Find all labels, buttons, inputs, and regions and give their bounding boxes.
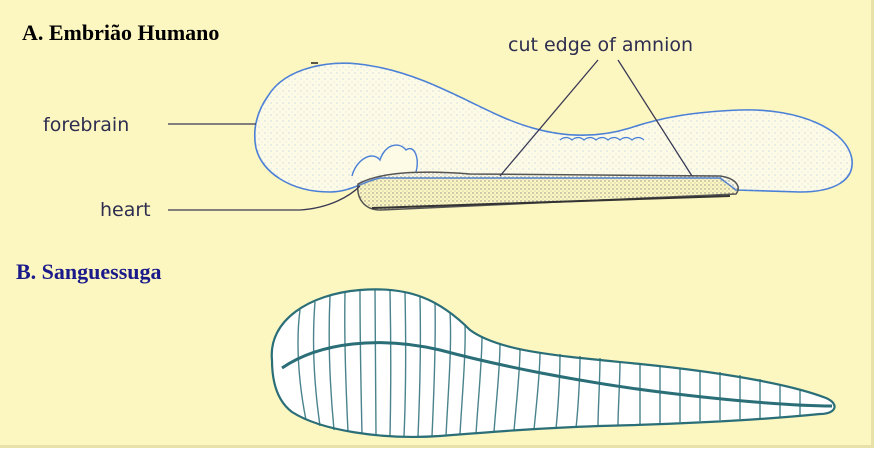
leech-drawing — [272, 289, 835, 437]
amnion-edge-label: cut edge of amnion — [508, 34, 693, 56]
leech-body — [272, 289, 835, 437]
forebrain-label: forebrain — [43, 114, 129, 136]
amnion-cut-edge — [358, 172, 738, 210]
heart-label: heart — [100, 199, 151, 221]
panel-b-title: B. Sanguessuga — [16, 259, 162, 285]
embryo-drawing — [255, 63, 852, 210]
panel-a-title: A. Embrião Humano — [22, 20, 219, 46]
